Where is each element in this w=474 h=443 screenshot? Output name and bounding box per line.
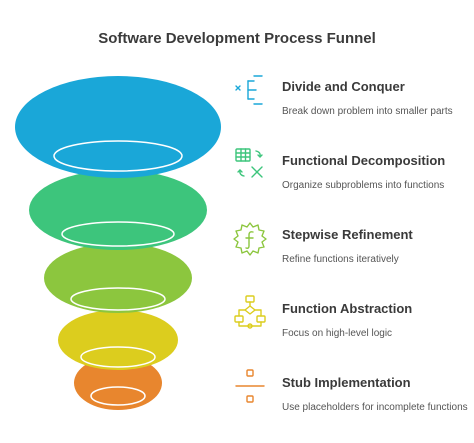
step-description: Use placeholders for incomplete function…: [282, 402, 468, 413]
gear-function-icon: [232, 220, 268, 256]
step-divide-and-conquer: Divide and Conquer Break down problem in…: [232, 72, 468, 122]
funnel-ring-stub-implementation: [90, 386, 146, 406]
funnel-layer-stub-implementation: [74, 356, 162, 410]
funnel-layer-divide-and-conquer: [15, 76, 221, 178]
step-title: Function Abstraction: [282, 301, 413, 316]
funnel-layer-function-abstraction: [58, 310, 178, 370]
step-functional-decomposition: Functional Decomposition Organize subpro…: [232, 146, 468, 196]
step-title: Stepwise Refinement: [282, 227, 413, 242]
funnel-layer-stepwise-refinement: [44, 243, 192, 313]
step-description: Break down problem into smaller parts: [282, 106, 453, 117]
step-function-abstraction: Function Abstraction Focus on high-level…: [232, 294, 468, 344]
step-title: Divide and Conquer: [282, 79, 405, 94]
funnel-ring-stepwise-refinement: [70, 287, 166, 311]
step-stub-implementation: Stub Implementation Use placeholders for…: [232, 368, 468, 418]
step-description: Refine functions iteratively: [282, 254, 399, 265]
step-title: Functional Decomposition: [282, 153, 446, 168]
flowchart-icon: [232, 294, 268, 330]
divide-conquer-icon: [232, 72, 268, 108]
step-stepwise-refinement: Stepwise Refinement Refine functions ite…: [232, 220, 468, 270]
funnel-ring-functional-decomposition: [61, 221, 175, 247]
step-description: Focus on high-level logic: [282, 328, 393, 339]
funnel-ring-function-abstraction: [80, 346, 156, 368]
funnel-ring-divide-and-conquer: [53, 140, 183, 172]
step-title: Stub Implementation: [282, 375, 411, 390]
diagram-title: Software Development Process Funnel: [98, 30, 376, 47]
stub-divide-icon: [232, 368, 268, 404]
step-description: Organize subproblems into functions: [282, 180, 445, 191]
funnel-layer-functional-decomposition: [29, 170, 207, 250]
spreadsheet-function-icon: [232, 146, 268, 182]
